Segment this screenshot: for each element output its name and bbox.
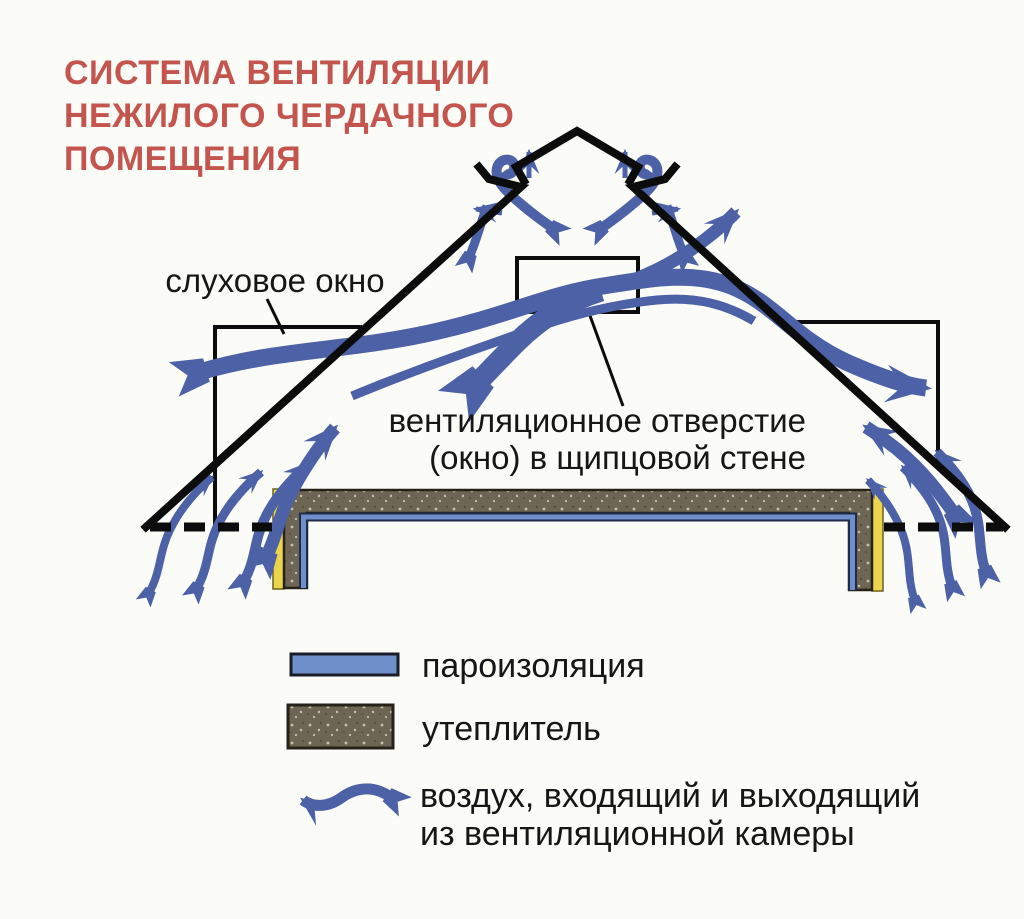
title-line-2: НЕЖИЛОГО ЧЕРДАЧНОГО — [64, 97, 514, 135]
airflow-center-downdraft — [437, 280, 605, 423]
batten-right — [871, 488, 884, 592]
dormer-window-label: слуховое окно — [165, 262, 384, 299]
legend-vapor-barrier-swatch — [289, 652, 400, 677]
legend-insulation-swatch — [286, 703, 395, 750]
vent-opening-label-line-1: вентиляционное отверстие — [389, 402, 806, 439]
roof-slope-left — [140, 161, 530, 533]
roof-ridge-cap — [510, 126, 644, 187]
ridge-vent-swirl-left — [491, 154, 572, 246]
title-line-3: ПОМЕЩЕНИЯ — [64, 140, 301, 178]
legend: пароизоляция утеплитель воздух, входящий… — [286, 647, 920, 853]
right-dormer-box — [790, 320, 940, 465]
vent-label-leader-line — [587, 312, 625, 407]
eave-intake-arrow-right-4 — [862, 421, 978, 539]
legend-insulation-label: утеплитель — [422, 710, 601, 748]
roof-outline — [140, 126, 1011, 533]
ceiling-assembly — [272, 488, 884, 592]
vapor-barrier-line — [301, 514, 855, 590]
vapor-barrier-edge — [299, 512, 857, 590]
roof-slope-right — [624, 161, 1011, 533]
eave-intake-arrow-left-4 — [245, 423, 340, 580]
legend-vapor-barrier-label: пароизоляция — [422, 647, 645, 685]
insulation-layer — [282, 488, 874, 592]
airflow-secondary-stream — [350, 294, 757, 401]
legend-airflow-label-line-2: из вентиляционной камеры — [420, 815, 855, 853]
legend-airflow-label-line-1: воздух, входящий и выходящий — [420, 777, 920, 815]
diagram-title: СИСТЕМА ВЕНТИЛЯЦИИ НЕЖИЛОГО ЧЕРДАЧНОГО П… — [64, 54, 514, 178]
vent-opening-label-line-2: (окно) в щипцовой стене — [429, 439, 806, 476]
airflow-up-right-branch — [627, 207, 741, 288]
title-line-1: СИСТЕМА ВЕНТИЛЯЦИИ — [64, 54, 490, 92]
dormer-label-leader-line — [265, 298, 286, 335]
legend-airflow-arrow — [299, 783, 412, 826]
ridge-vent-swirl-right — [582, 154, 663, 246]
